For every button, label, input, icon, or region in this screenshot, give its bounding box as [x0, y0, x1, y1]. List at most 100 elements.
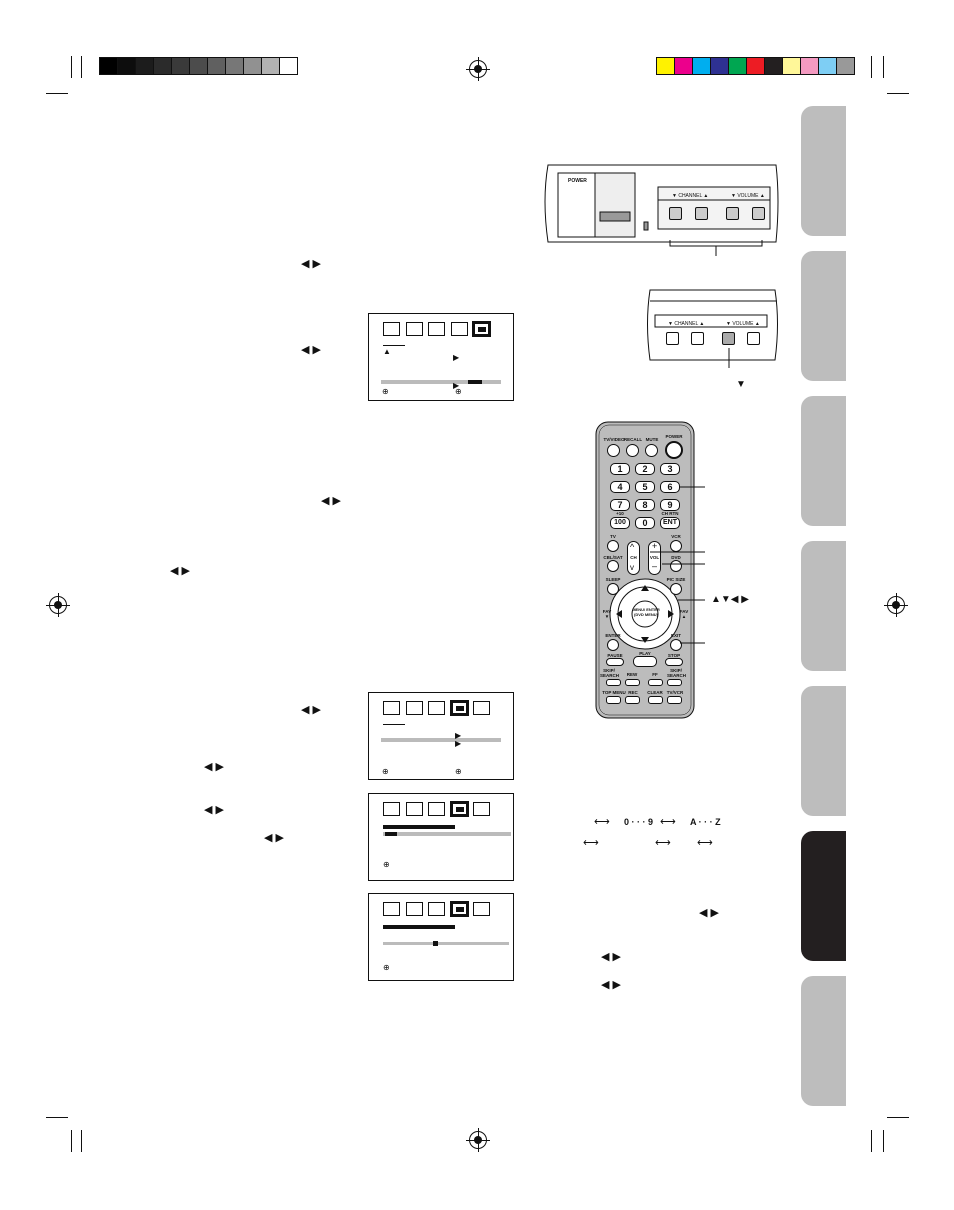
rew-button[interactable] [625, 679, 640, 686]
tv-channel-label: ▼ CHANNEL ▲ [672, 193, 709, 199]
audio-icon [406, 322, 423, 336]
dpad-left-button[interactable] [615, 606, 629, 622]
digit-9-button[interactable]: 9 [660, 499, 680, 511]
tv-closeup-vol-up[interactable] [747, 332, 760, 345]
tv-closeup-ch-up[interactable] [691, 332, 704, 345]
tv-volume-up-button[interactable] [752, 207, 765, 220]
skip-fwd-label: SKIP/ SEARCH [667, 668, 687, 678]
registration-mark-right [884, 593, 908, 617]
stop-label: STOP [667, 653, 681, 658]
exit-button[interactable] [670, 639, 682, 651]
audio-icon [406, 902, 423, 916]
lr-arrows: ◀ ▶ [301, 258, 321, 270]
lr-arrows: ◀ ▶ [601, 951, 621, 963]
side-tab-2[interactable] [801, 251, 846, 381]
digit-0-button[interactable]: 0 [635, 517, 655, 529]
clear-button[interactable] [648, 696, 663, 704]
dvd-label: DVD [671, 555, 681, 560]
picture-icon [383, 322, 400, 336]
cblsat-mode-button[interactable] [607, 560, 619, 572]
registration-mark-left [46, 593, 70, 617]
digit-5-button[interactable]: 5 [635, 481, 655, 493]
lock-icon [473, 802, 490, 816]
power-button[interactable] [665, 441, 683, 459]
enter-button[interactable] [607, 639, 619, 651]
osd-menu-1: ▲ ▶ ▶ ⊕ ⊕ [368, 313, 514, 401]
side-tab-6-active[interactable] [801, 831, 846, 961]
lr-arrows: ◀ ▶ [204, 761, 224, 773]
digit-3-button[interactable]: 3 [660, 463, 680, 475]
skip-fwd-button[interactable] [667, 679, 682, 686]
lr-arrows: ◀ ▶ [170, 565, 190, 577]
osd-menu-4: ⊕ [368, 893, 514, 981]
dvd-mode-button[interactable] [670, 560, 682, 572]
tvvcr-button[interactable] [667, 696, 682, 704]
side-tab-5[interactable] [801, 686, 846, 816]
cblsat-label: CBL/SAT [603, 555, 623, 560]
ff-button[interactable] [648, 679, 663, 686]
osd-menu-2: ▶ ▶ ⊕ ⊕ [368, 692, 514, 780]
menu-label: MENU/ ENTER (DVD MENU) [632, 607, 660, 617]
ff-label: FF [652, 672, 658, 677]
side-tab-3[interactable] [801, 396, 846, 526]
sleep-label: SLEEP [605, 577, 621, 582]
rec-button[interactable] [625, 696, 640, 704]
audio-icon [406, 701, 423, 715]
remote-label-tvvideo: TV/VIDEO [603, 437, 625, 442]
recall-button[interactable] [626, 444, 639, 457]
play-button[interactable] [633, 656, 657, 667]
tv-mode-button[interactable] [607, 540, 619, 552]
tv-volume-down-button[interactable] [726, 207, 739, 220]
digit-7-button[interactable]: 7 [610, 499, 630, 511]
tv-closeup-outline [647, 289, 778, 368]
digit-2-button[interactable]: 2 [635, 463, 655, 475]
digit-1-button[interactable]: 1 [610, 463, 630, 475]
channel-rocker[interactable]: ^ CH v [627, 541, 640, 575]
digit-8-button[interactable]: 8 [635, 499, 655, 511]
hundred-button[interactable]: 100 [610, 517, 630, 529]
fav-down-label: FAV ▼ [602, 609, 612, 619]
remote-label-mute: MUTE [645, 437, 659, 442]
remote-label-power: POWER [665, 434, 683, 439]
lock-icon [473, 902, 490, 916]
volume-rocker[interactable]: + VOL – [648, 541, 661, 575]
option-icon [451, 322, 468, 336]
tv-channel-down-button[interactable] [669, 207, 682, 220]
cycle-arrow-icon: ⟷ [583, 837, 599, 849]
tv-closeup-ch-down[interactable] [666, 332, 679, 345]
ent-button[interactable]: ENT [660, 517, 680, 529]
side-tab-4[interactable] [801, 541, 846, 671]
picture-icon [383, 701, 400, 715]
side-tab-1[interactable] [801, 106, 846, 236]
osd-menu-3: ⊕ [368, 793, 514, 881]
tvvideo-button[interactable] [607, 444, 620, 457]
side-tab-7[interactable] [801, 976, 846, 1106]
lr-arrows: ◀ ▶ [204, 804, 224, 816]
lr-arrows: ◀ ▶ [321, 495, 341, 507]
lr-arrows: ◀ ▶ [264, 832, 284, 844]
remote-label-recall: RECALL [623, 437, 643, 442]
tv-channel-up-button[interactable] [695, 207, 708, 220]
stop-button[interactable] [665, 658, 683, 666]
digit-6-button[interactable]: 6 [660, 481, 680, 493]
skip-back-label: SKIP/ SEARCH [600, 668, 620, 678]
skip-back-button[interactable] [606, 679, 621, 686]
remote-body [595, 421, 695, 719]
volume-up-icon: + [652, 541, 658, 551]
picsize-button[interactable] [670, 583, 682, 595]
lock-icon [473, 701, 490, 715]
remote-callout-lines [650, 486, 705, 644]
sleep-button[interactable] [607, 583, 619, 595]
pause-button[interactable] [606, 658, 624, 666]
tv-closeup-channel-label: ▼ CHANNEL ▲ [668, 321, 705, 327]
top-menu-button[interactable] [606, 696, 621, 704]
setup-icon [428, 902, 445, 916]
tv-closeup-vol-down[interactable] [722, 332, 735, 345]
plus10-label: +10 [616, 511, 624, 516]
mute-button[interactable] [645, 444, 658, 457]
fav-up-label: FAV ▲ [679, 609, 689, 619]
picture-icon [383, 802, 400, 816]
digit-4-button[interactable]: 4 [610, 481, 630, 493]
audio-icon [406, 802, 423, 816]
option-icon [450, 700, 469, 716]
